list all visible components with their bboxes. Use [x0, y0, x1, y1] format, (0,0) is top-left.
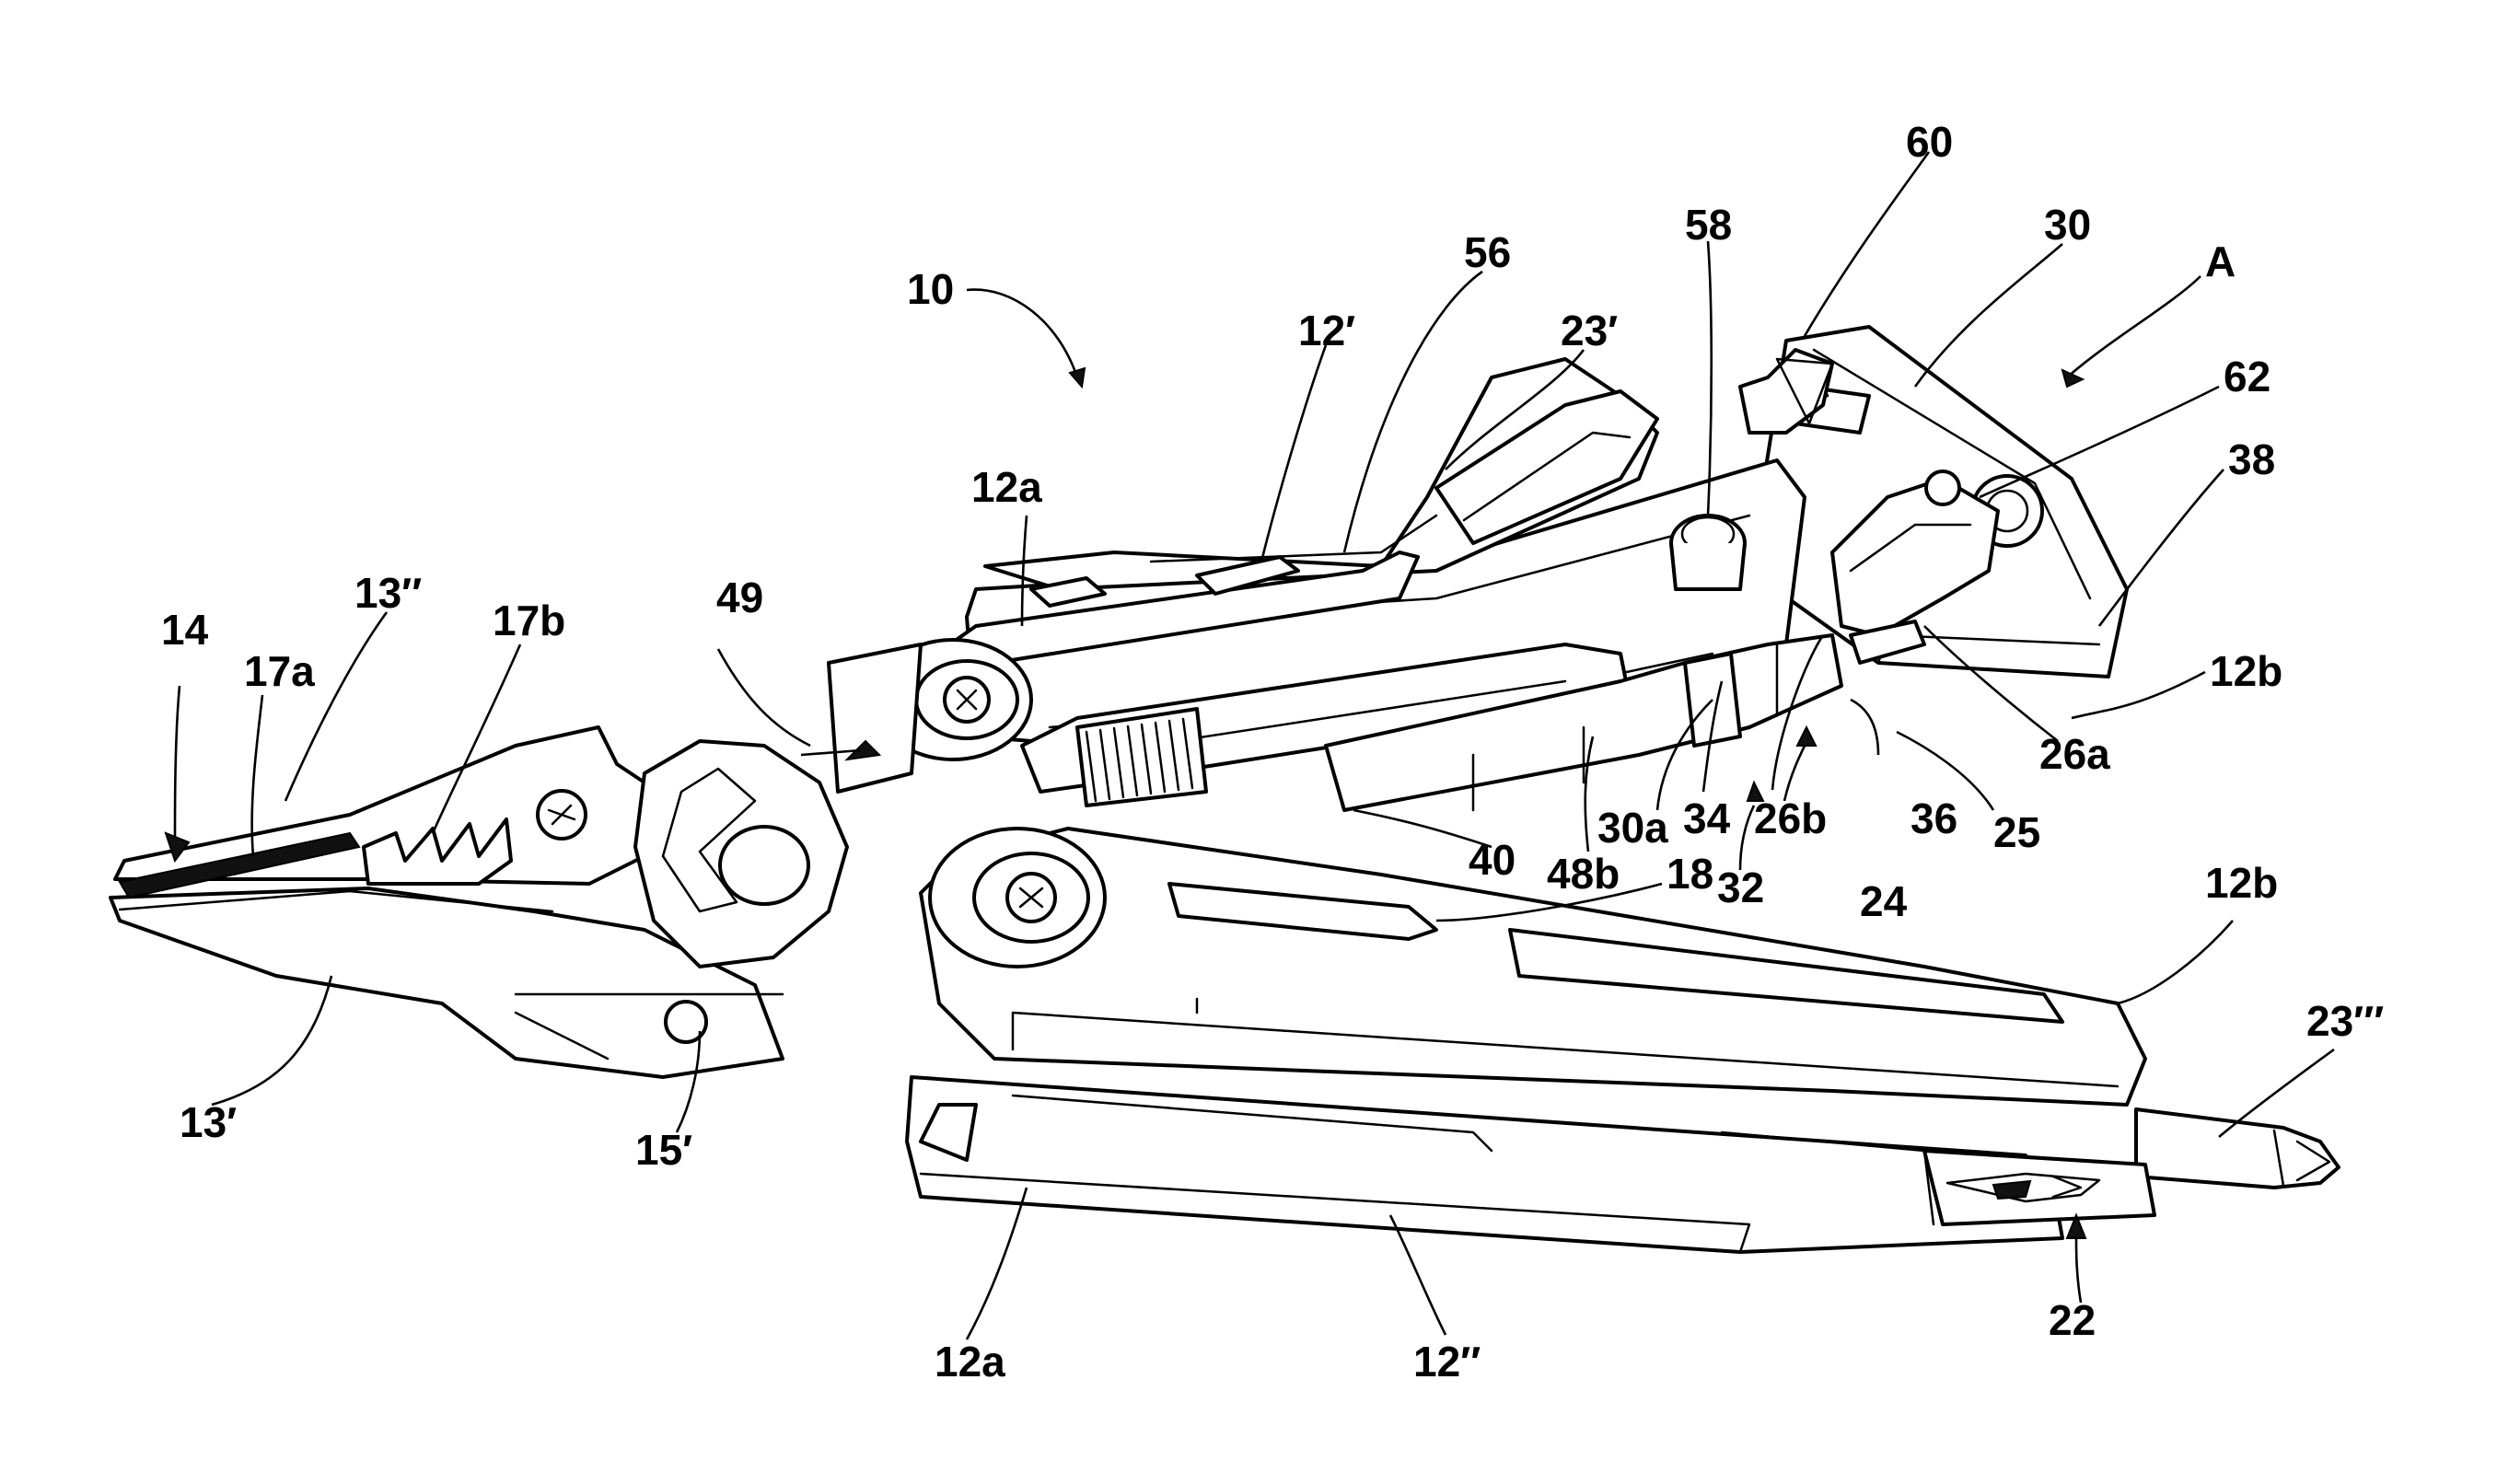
- label-12-double-prime: 12′′: [1413, 1338, 1481, 1385]
- label-34: 34: [1683, 794, 1731, 842]
- label-12-prime: 12′: [1298, 307, 1355, 354]
- label-12a-bottom: 12a: [935, 1338, 1005, 1385]
- label-23-triple-prime: 23′′′: [2306, 997, 2384, 1045]
- label-38: 38: [2228, 435, 2275, 483]
- label-17b: 17b: [493, 597, 565, 644]
- label-10: 10: [907, 265, 954, 313]
- label-A: A: [2205, 238, 2236, 285]
- label-36: 36: [1910, 794, 1957, 842]
- label-30: 30: [2044, 201, 2091, 249]
- label-49: 49: [716, 574, 763, 621]
- label-58: 58: [1685, 201, 1732, 249]
- label-24: 24: [1860, 877, 1908, 925]
- label-14: 14: [161, 606, 209, 654]
- label-26a: 26a: [2039, 730, 2110, 778]
- label-48b: 48b: [1547, 850, 1620, 898]
- label-25: 25: [1993, 808, 2040, 856]
- label-26b: 26b: [1754, 794, 1827, 842]
- label-60: 60: [1906, 118, 1953, 166]
- label-15-prime: 15′: [635, 1126, 692, 1174]
- label-23-prime: 23′: [1561, 307, 1618, 354]
- label-62: 62: [2224, 353, 2271, 400]
- label-17a: 17a: [244, 647, 315, 695]
- label-18: 18: [1667, 850, 1713, 898]
- lower-handle-body: [921, 829, 2145, 1105]
- label-32: 32: [1717, 864, 1764, 911]
- label-56: 56: [1464, 228, 1511, 276]
- label-13-prime: 13′: [180, 1098, 237, 1146]
- label-13-double-prime: 13′′: [354, 569, 422, 617]
- label-22: 22: [2049, 1296, 2096, 1344]
- label-12b-right: 12b: [2205, 859, 2278, 907]
- multitool-drawing: [110, 327, 2339, 1252]
- label-12a-top: 12a: [971, 463, 1042, 511]
- pivot-plate: [635, 741, 847, 967]
- label-12b-top: 12b: [2210, 647, 2282, 695]
- lower-handle: [907, 1077, 2062, 1252]
- lock-latch: [1924, 1151, 2154, 1224]
- lower-pivot-washer: [930, 829, 1105, 967]
- label-40: 40: [1469, 836, 1516, 884]
- thumb-stud: [1671, 516, 1745, 589]
- upper-pivot-washer: [829, 640, 1031, 792]
- label-30a: 30a: [1597, 804, 1668, 852]
